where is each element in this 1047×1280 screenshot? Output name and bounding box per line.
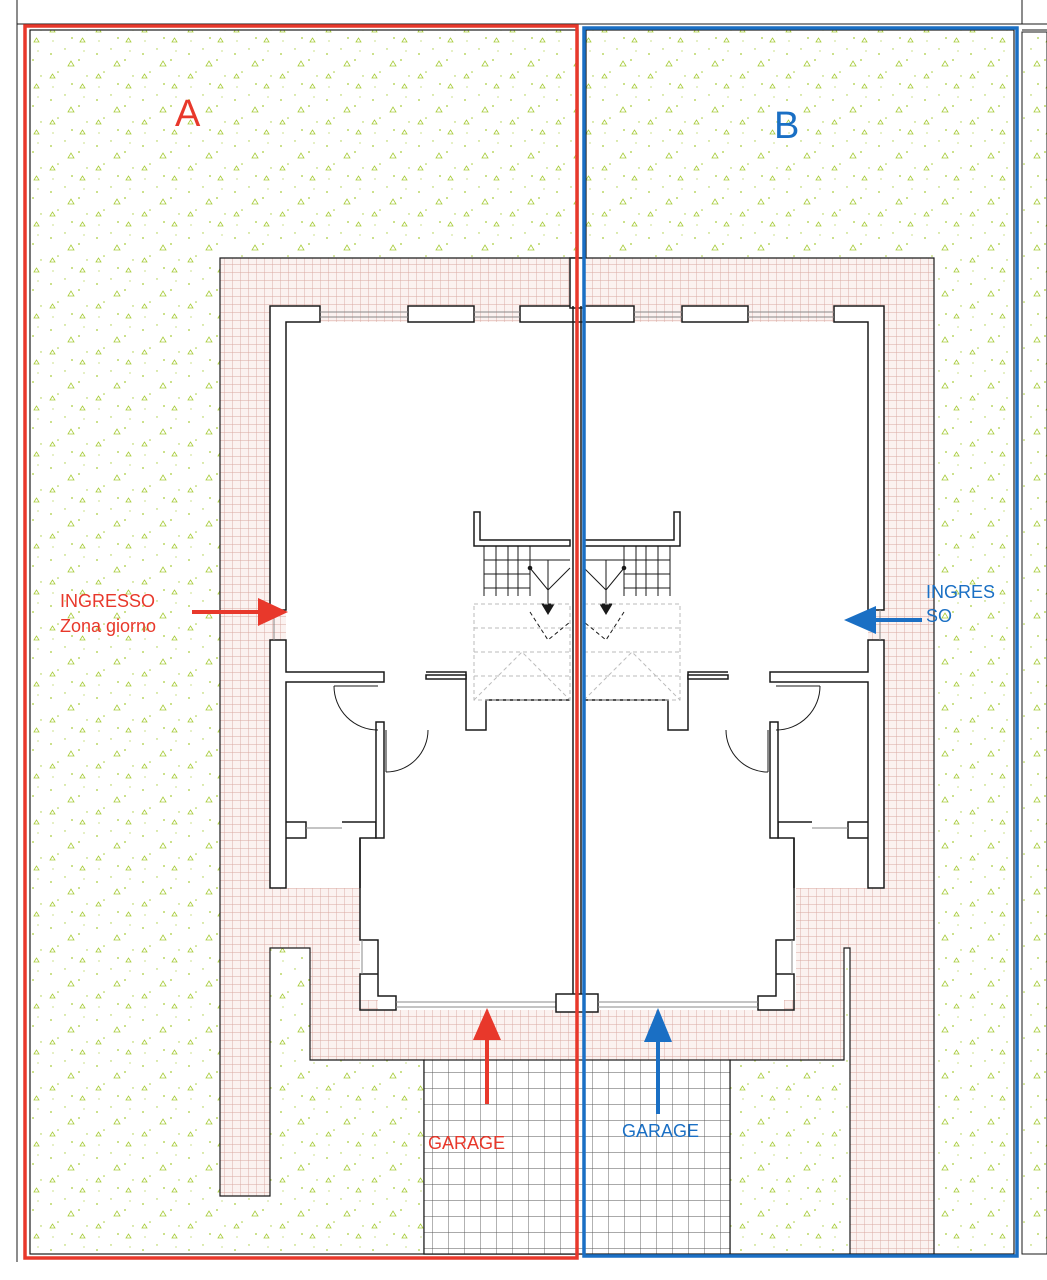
unit-a-boundary <box>23 24 579 1260</box>
property-outline <box>16 0 1047 1262</box>
staircase-b <box>583 511 681 615</box>
garage-b-label: GARAGE <box>622 1121 699 1141</box>
unit-b-boundary <box>582 26 1019 1258</box>
door-swings <box>333 685 821 773</box>
stairs-below-dashed <box>473 603 681 701</box>
garage-arrow-b <box>644 1008 672 1114</box>
ingresso-b-label-line1: INGRES <box>926 582 995 602</box>
garage-a-label: GARAGE <box>428 1133 505 1153</box>
unit-b-label: B <box>774 105 799 147</box>
staircase-a <box>473 511 571 615</box>
entrance-arrow-b <box>844 606 922 634</box>
ingresso-a-label-line2: Zona giorno <box>60 616 156 636</box>
garden-neighbor <box>1021 31 1047 1255</box>
entrance-arrow-a <box>192 598 288 626</box>
unit-a-label: A <box>175 93 201 135</box>
garage-arrow-a <box>473 1008 501 1104</box>
ingresso-a-label-line1: INGRESSO <box>60 591 155 611</box>
ingresso-b-label-line2: SO <box>926 606 952 626</box>
